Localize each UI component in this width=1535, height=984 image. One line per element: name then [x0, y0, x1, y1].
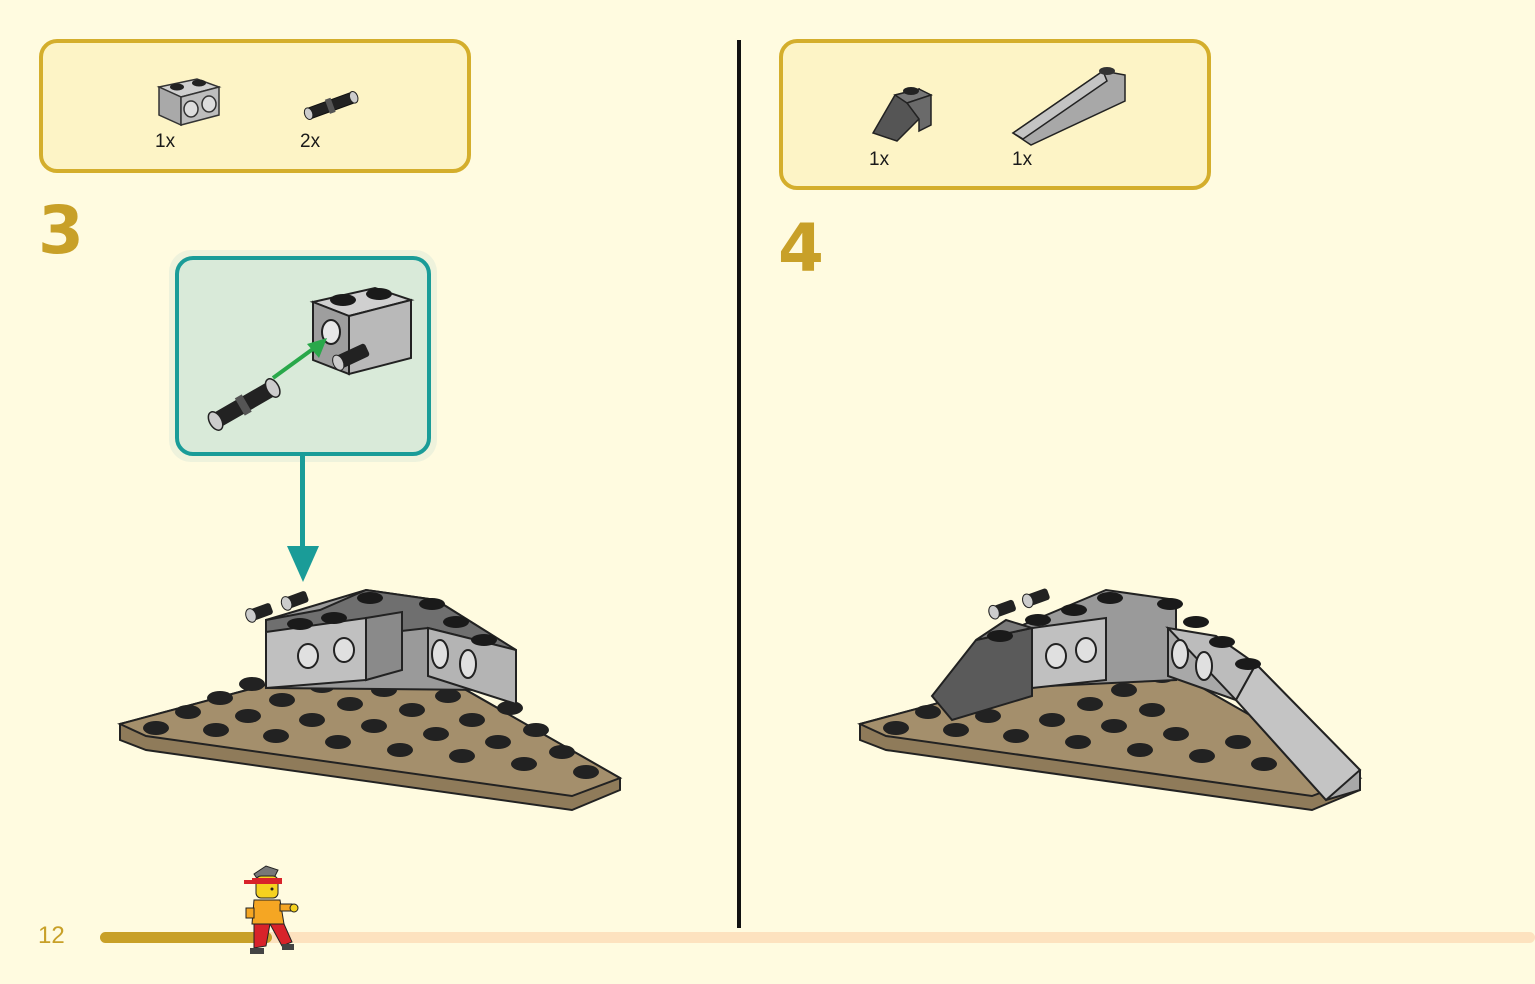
- long-slope-brick-light-icon: [1011, 67, 1126, 146]
- progress-track: [100, 932, 1535, 943]
- progress-fill: [100, 932, 272, 943]
- technic-pin-icon: [303, 90, 359, 120]
- minifigure-mascot-icon: [244, 865, 299, 954]
- part-quantity: 1x: [869, 149, 890, 170]
- page-number: 12: [38, 922, 65, 949]
- subassembly-illustration: [207, 286, 415, 431]
- parts-list-step-3: 1x 2x: [39, 39, 471, 173]
- part-quantity: 2x: [300, 131, 321, 152]
- slope-brick-dark-icon: [871, 87, 933, 142]
- model-step-3: [117, 588, 623, 812]
- step-number: 4: [778, 210, 824, 287]
- callout-arrow-head: [287, 546, 319, 582]
- model-step-4: [857, 588, 1363, 812]
- callout-box: [175, 256, 431, 456]
- parts-list-step-4: 1x 1x: [779, 39, 1211, 190]
- step-number: 3: [38, 192, 84, 269]
- part-quantity: 1x: [155, 131, 176, 152]
- callout-arrow: [300, 456, 305, 552]
- page-divider: [737, 40, 741, 928]
- part-quantity: 1x: [1012, 149, 1033, 170]
- technic-brick-1x2-icon: [156, 78, 222, 127]
